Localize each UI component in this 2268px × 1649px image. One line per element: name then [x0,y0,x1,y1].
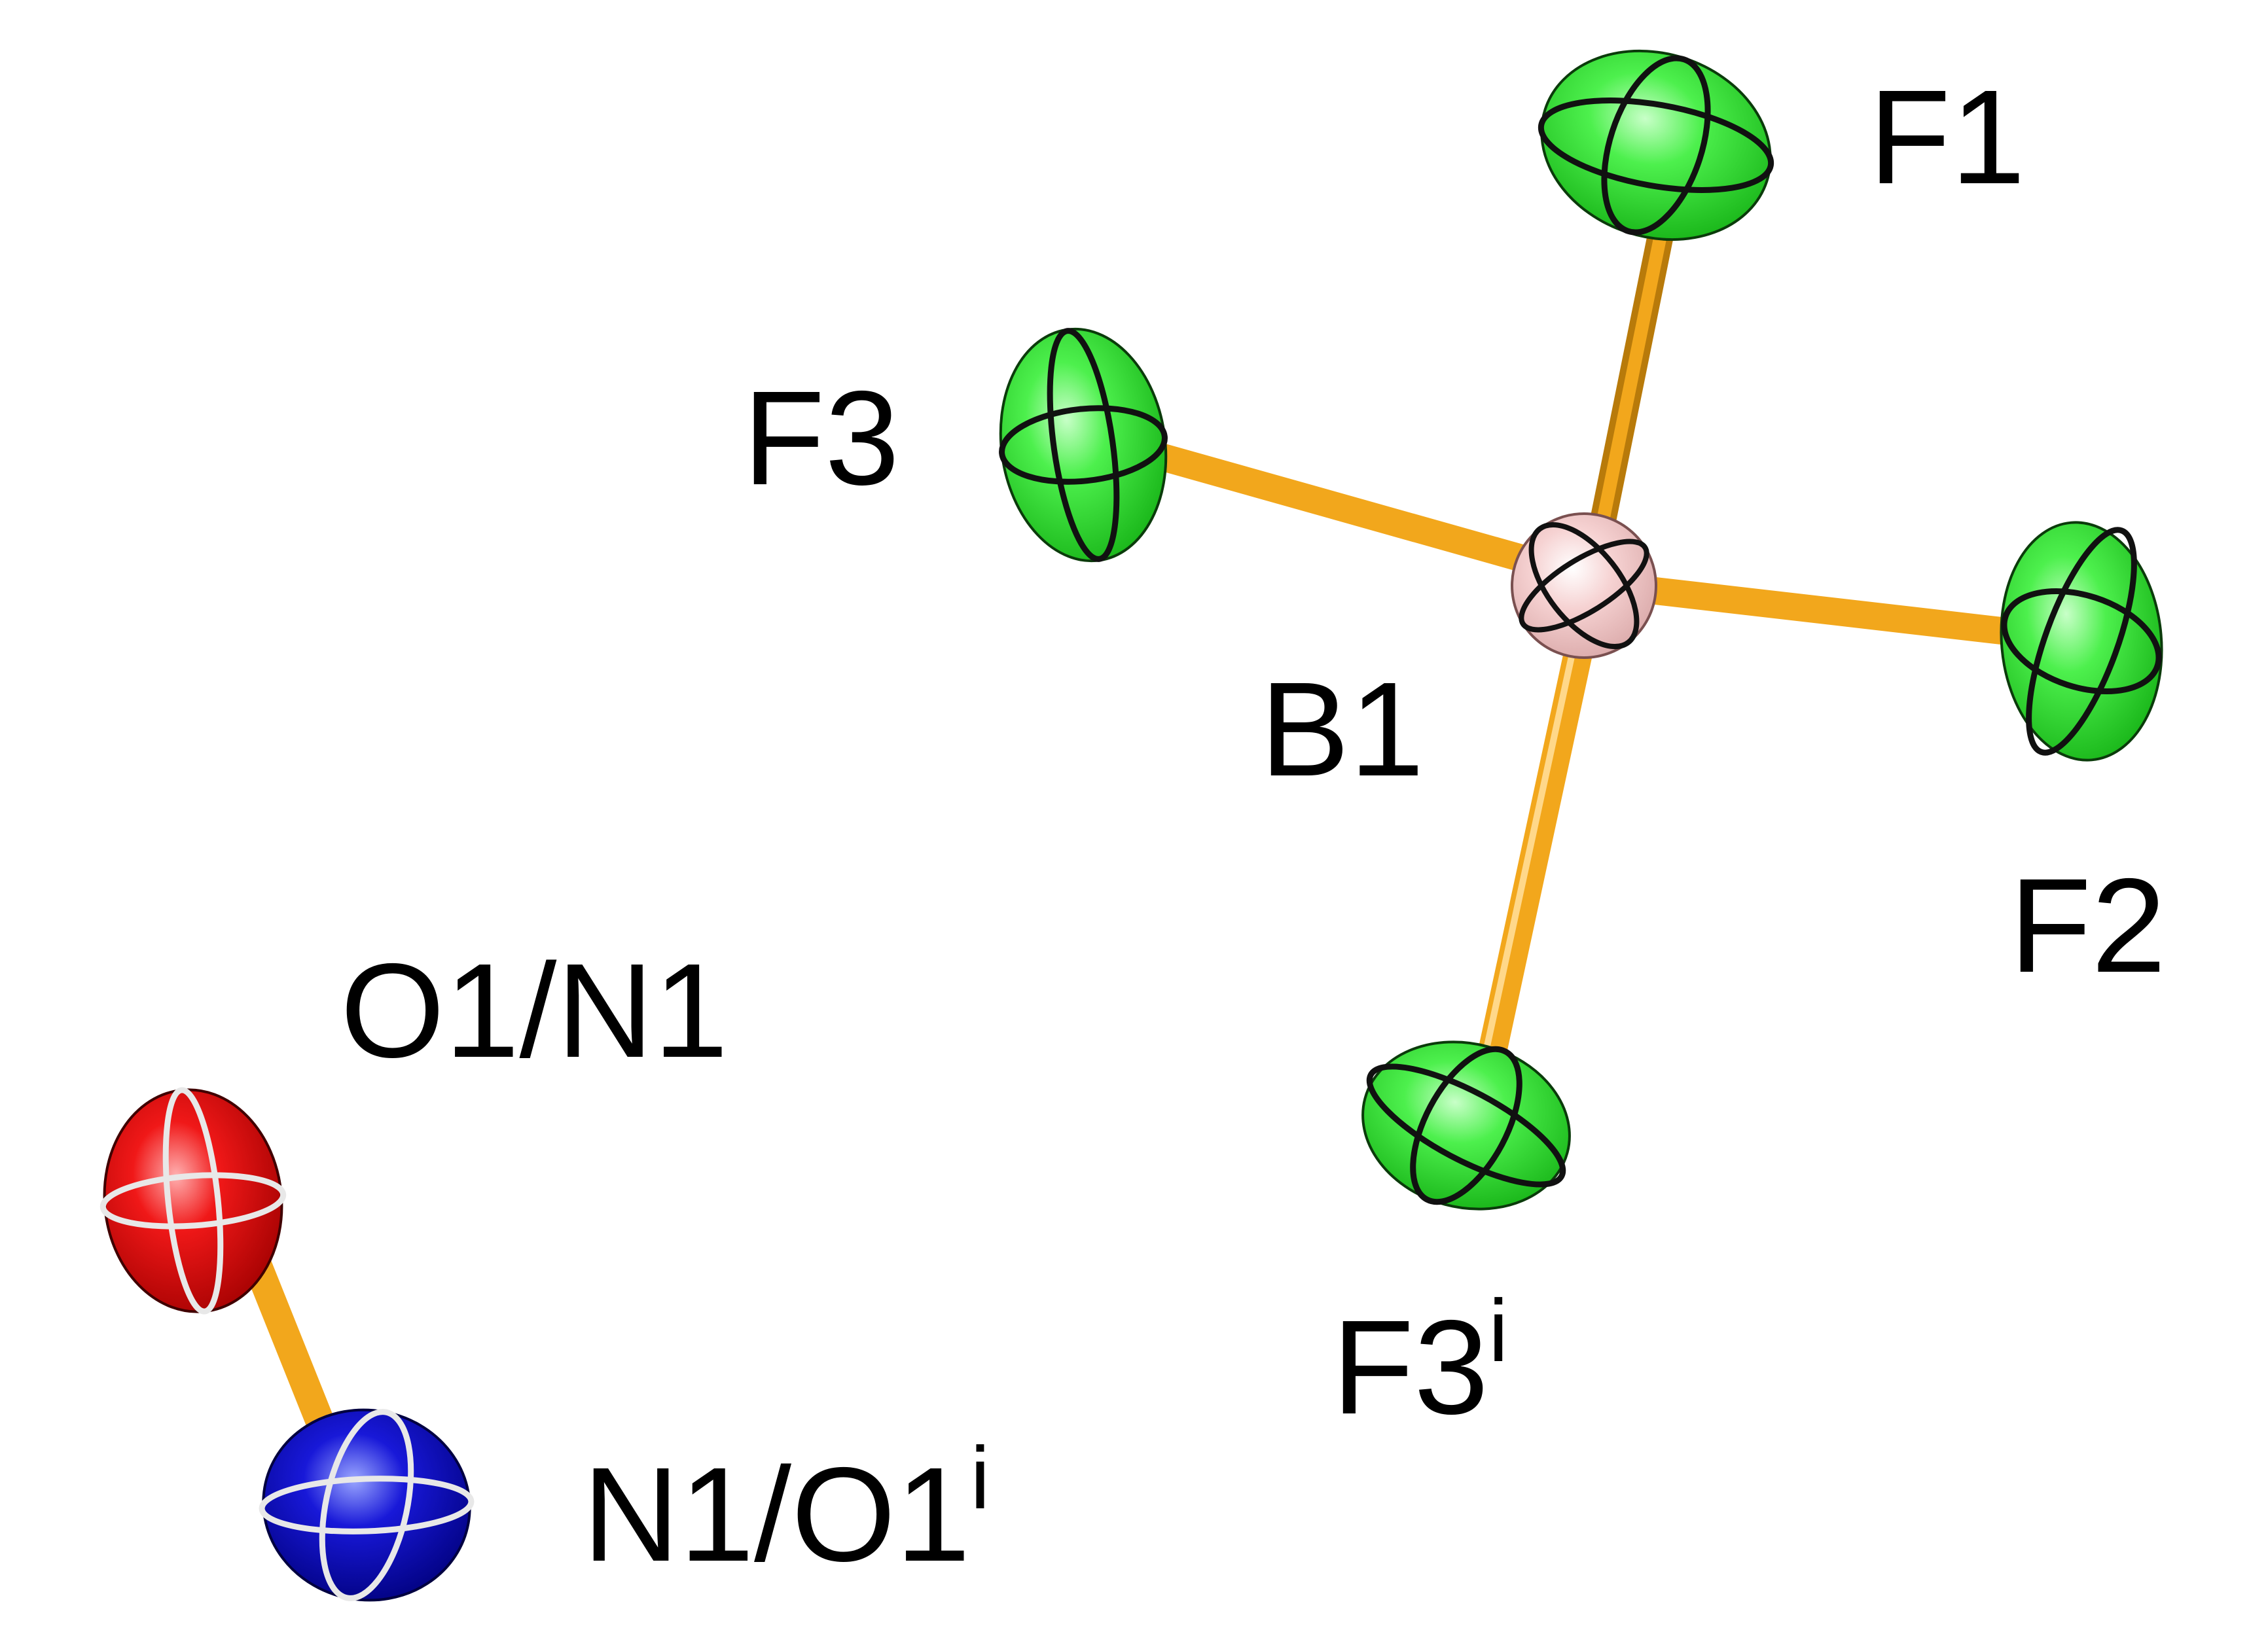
atom-f1 [1538,49,1774,241]
label-n1-o1i: N1/O1i [583,1428,990,1589]
atom-o1-n1 [99,1087,287,1315]
bond-b1-f2 [1596,572,2049,648]
label-f2: F2 [2009,851,2166,1001]
atom-f3 [999,327,1168,563]
label-f3: F3 [743,363,899,513]
label-f3i: F3i [1332,1281,1508,1442]
atom-f3i [1361,1040,1571,1211]
atom-b1 [1511,512,1657,659]
atom-n1-o1i [259,1408,475,1602]
bond-b1-f3i-highlight [1469,641,1577,1116]
label-b1: B1 [1260,654,1424,804]
bond-b1-f1-highlight [1591,203,1672,556]
label-f1: F1 [1869,62,2025,212]
bond-b1-f3i [1465,627,1595,1127]
label-o1-n1: O1/N1 [340,936,728,1086]
bond-b1-f3 [1106,431,1598,590]
atom-f2 [2000,521,2163,762]
